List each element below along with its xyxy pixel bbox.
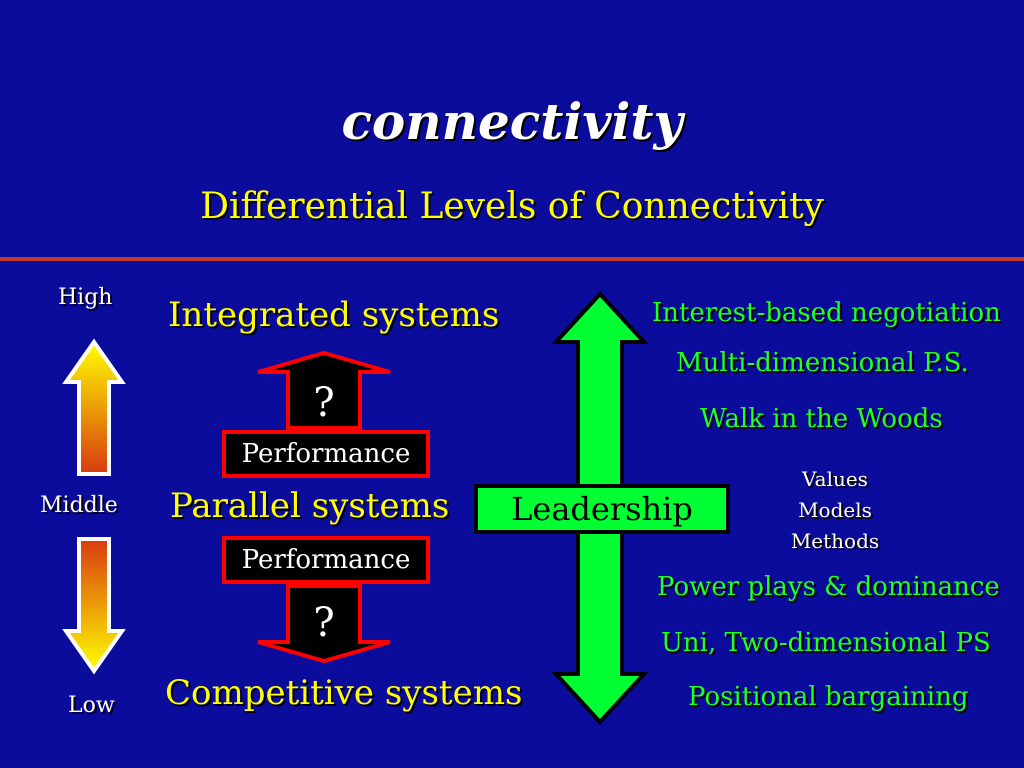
upper-practice-item: Interest-based negotiation: [652, 298, 1001, 328]
middle-factor-item: Methods: [790, 529, 880, 553]
level-parallel-systems: Parallel systems: [170, 486, 450, 526]
lower-practice-item: Uni, Two-dimensional PS: [661, 628, 991, 658]
upper-practice-item: Walk in the Woods: [700, 404, 943, 434]
lower-practice-item: Positional bargaining: [688, 682, 969, 712]
gradient-up-arrow-icon: [62, 338, 126, 476]
slide-title: connectivity: [341, 92, 683, 151]
slide-subtitle: Differential Levels of Connectivity: [200, 186, 824, 227]
performance-box-upper: Performance: [222, 430, 430, 478]
performance-box-lower: Performance: [222, 536, 430, 584]
down-arrow-icon: ?: [257, 584, 391, 664]
scale-label-low: Low: [68, 693, 115, 718]
scale-label-middle: Middle: [40, 493, 118, 518]
middle-factor-item: Models: [798, 498, 872, 522]
leadership-box: Leadership: [474, 484, 730, 534]
lower-practice-item: Power plays & dominance: [657, 572, 1000, 602]
up-arrow-icon: ?: [257, 350, 391, 430]
question-mark-lower: ?: [313, 600, 334, 646]
upper-practice-item: Multi-dimensional P.S.: [676, 348, 969, 378]
scale-label-high: High: [58, 285, 113, 310]
middle-factor-item: Values: [802, 467, 868, 491]
title-divider: [0, 257, 1024, 261]
question-mark-upper: ?: [313, 380, 334, 426]
gradient-down-arrow-icon: [62, 537, 126, 675]
level-integrated-systems: Integrated systems: [168, 295, 500, 335]
level-competitive-systems: Competitive systems: [165, 673, 523, 713]
